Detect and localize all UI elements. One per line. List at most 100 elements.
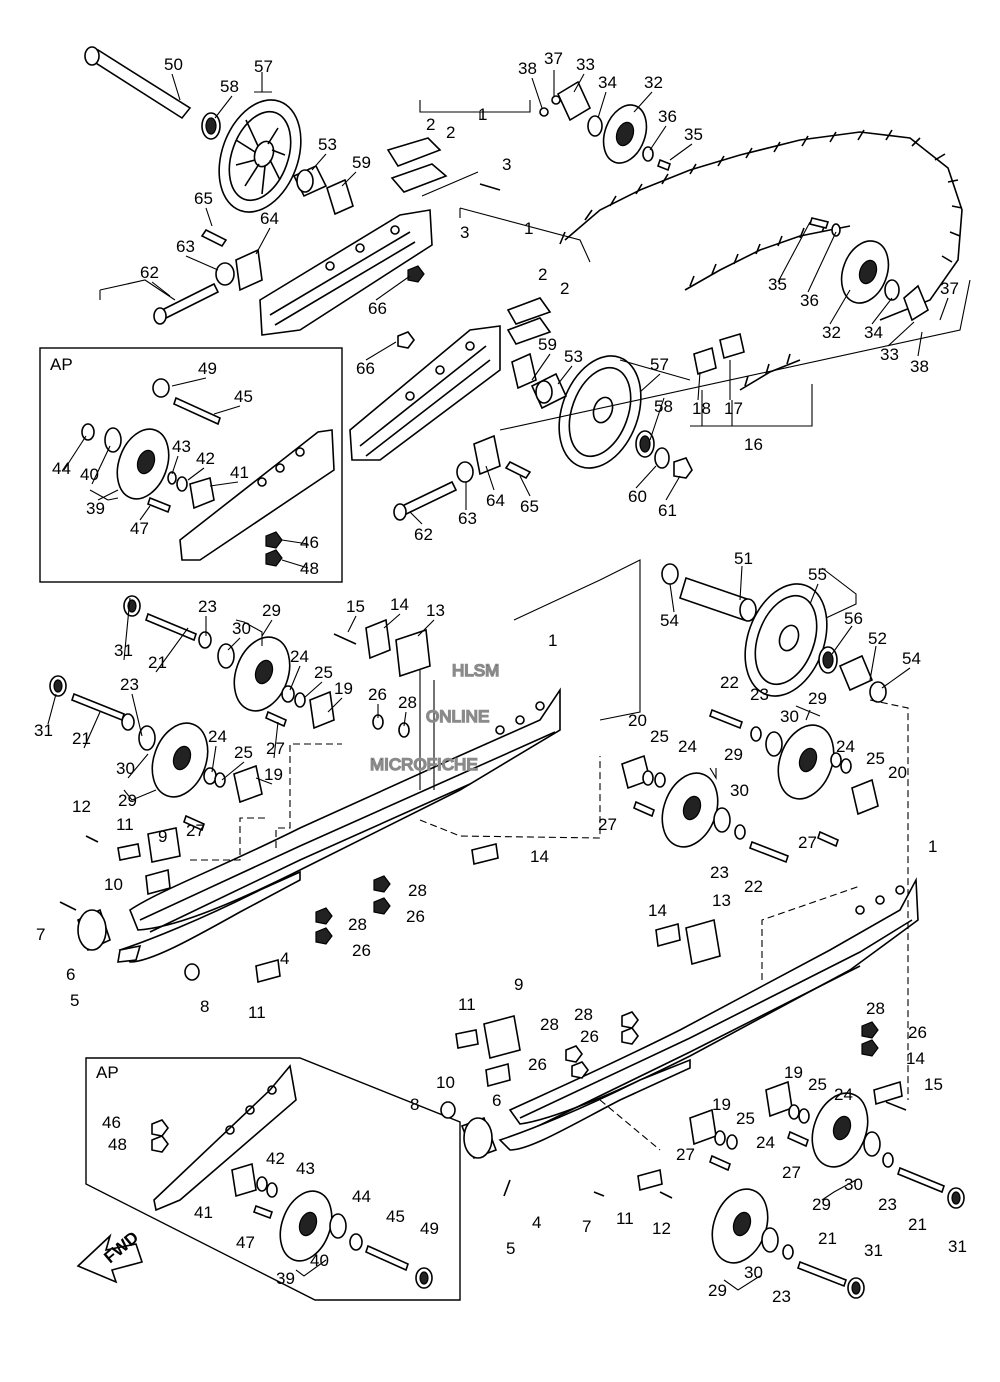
callout: 5 [506,1239,515,1258]
callout: 24 [208,727,227,746]
callout: 9 [514,975,523,994]
callout: 5 [70,991,79,1010]
callout: 10 [436,1073,455,1092]
callout: 54 [660,611,679,630]
callout: 31 [114,641,133,660]
callout: 62 [140,263,159,282]
callout: 11 [116,815,134,834]
right-wheels-lower [689,1080,965,1299]
callout: 12 [72,797,91,816]
callout: 7 [582,1217,591,1236]
callout-leaders [47,70,949,785]
bracket-64-mid [473,434,501,476]
callout: 28 [574,1005,593,1024]
callout: 29 [118,791,137,810]
callout: 58 [654,397,673,416]
callout: 28 [540,1015,559,1034]
callout: 1 [524,219,533,238]
callout: 21 [908,1215,927,1234]
callout: 65 [520,497,539,516]
callout: 14 [390,595,409,614]
callout: 10 [104,875,123,894]
bearing-58 [201,112,221,140]
watermark-line-1: HLSM [452,661,499,680]
callout: 60 [628,487,647,506]
callout: 35 [684,125,703,144]
callout: 47 [236,1233,255,1252]
callout: 1 [928,837,937,856]
callout: 8 [410,1095,419,1114]
bolt-62-mid [393,480,458,521]
callout: 14 [648,901,667,920]
slider-clip-2-mid [506,297,552,345]
callout: 25 [314,663,333,682]
callout: 29 [262,601,281,620]
callout: 13 [712,891,731,910]
bolt-65-mid [504,460,532,480]
callout: 14 [530,847,549,866]
callout: 23 [120,675,139,694]
callout: 16 [744,435,763,454]
callout: 23 [710,863,729,882]
upper-rear-arm [259,209,433,336]
callout: 19 [784,1063,803,1082]
callout: 33 [880,345,899,364]
callout: 32 [644,73,663,92]
callout: 38 [518,59,537,78]
callout: 30 [730,781,749,800]
callout: 38 [910,357,929,376]
callout-labels: 50 57 58 53 59 65 64 63 62 66 1 2 2 3 38… [34,49,967,1306]
callout: 29 [812,1195,831,1214]
callout: 24 [834,1085,853,1104]
callout: 25 [808,1075,827,1094]
callout: 35 [768,275,787,294]
watermark-line-2: ONLINE [426,707,489,726]
washer-63-mid [456,461,474,483]
callout: 44 [52,459,71,478]
pin-3-upper [479,183,501,191]
callout: 19 [264,765,283,784]
callout: 26 [580,1027,599,1046]
callout: 53 [318,135,337,154]
callout: 9 [158,827,167,846]
bracket-59-mid [511,352,537,390]
callout: 28 [408,881,427,900]
callout: 19 [334,679,353,698]
washer-63 [215,262,235,286]
callout: 18 [692,399,711,418]
callout: 29 [708,1281,727,1300]
callout: 34 [598,73,617,92]
axle-shaft-50 [84,46,192,120]
nut-61 [673,457,693,479]
callout: 45 [386,1207,405,1226]
callout: 30 [232,619,251,638]
callout: 1 [548,631,557,650]
bearing-58-mid [635,430,655,458]
callout: 31 [864,1241,883,1260]
callout: 44 [352,1187,371,1206]
watermark: HLSM ONLINE MICROFICHE [369,660,500,775]
track-clip-18-17 [693,332,745,376]
callout: 37 [544,49,563,68]
callout: 41 [230,463,249,482]
callout: 26 [528,1055,547,1074]
callout: 23 [198,597,217,616]
callout: 23 [772,1287,791,1306]
fwd-direction-arrow: FWD [76,1228,144,1284]
callout: 25 [234,743,253,762]
left-front-hardware [59,618,499,984]
idler-assembly-top [539,80,671,172]
callout: 61 [658,501,677,520]
callout: 47 [130,519,149,538]
callout: 65 [194,189,213,208]
callout: 29 [724,745,743,764]
rear-axle-wheels [661,563,887,703]
callout: 39 [276,1269,295,1288]
callout: 3 [460,223,469,242]
callout: 27 [676,1145,695,1164]
idler-assembly-right [808,217,929,322]
callout: 48 [108,1135,127,1154]
callout: 28 [866,999,885,1018]
callout: 28 [348,915,367,934]
callout: 7 [36,925,45,944]
